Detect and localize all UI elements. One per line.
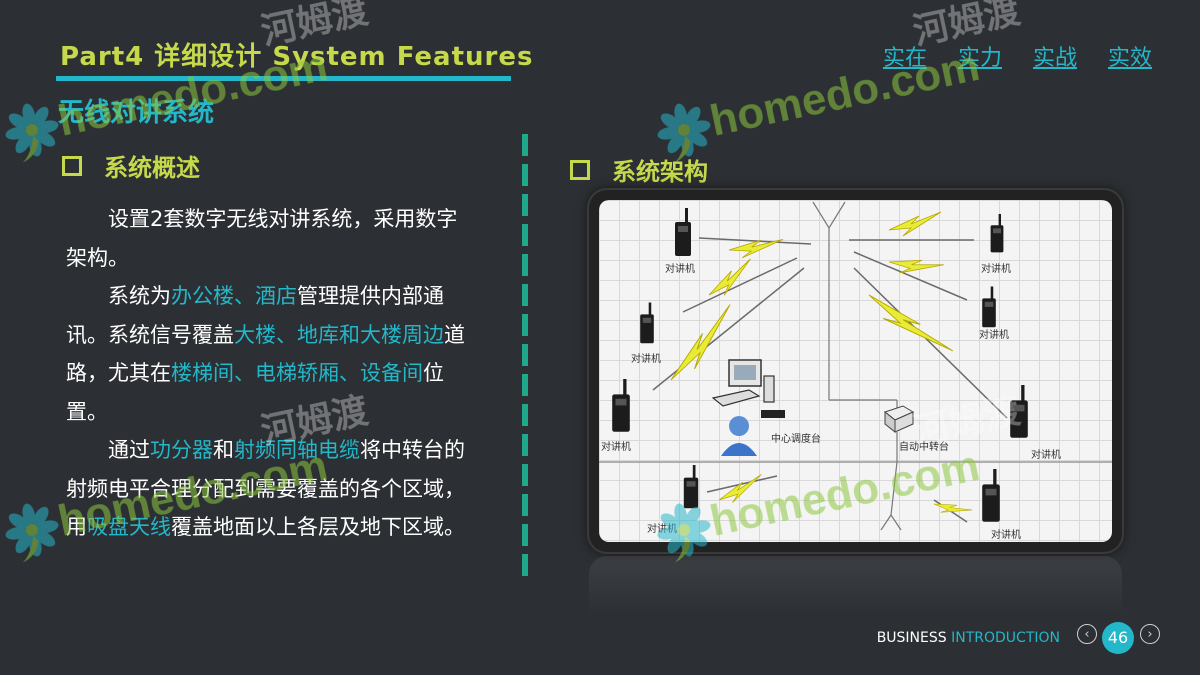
highlight-text: 大楼、地库和大楼周边 [234, 322, 444, 347]
overview-paragraph: 设置2套数字无线对讲系统，采用数字架构。 [66, 200, 476, 277]
lightning-bolts [657, 211, 973, 526]
highlight-text: 射频同轴电缆 [234, 438, 360, 462]
highlight-text: 功分器 [150, 438, 213, 462]
body-text-run: 管理提供内部通讯。系统信号覆盖 [66, 284, 444, 347]
lower-antenna [880, 513, 902, 531]
repeater-label: 自动中转台 [899, 440, 949, 453]
architecture-diagram: 对讲机 对讲机 对讲机 对讲机 对讲机 对讲机 对讲机 对讲机 中心调度台 自动… [599, 200, 1112, 542]
part-title: Part4 详细设计 System Features [60, 42, 534, 72]
radio-icon [990, 214, 1004, 253]
highlight-text: 楼梯间、电梯轿厢、设备间 [171, 361, 423, 385]
footer-label: BUSINESS INTRODUCTION [877, 630, 1060, 646]
watermark: homedo.com 河姆渡 [651, 0, 1023, 165]
radio-label: 对讲机 [631, 352, 661, 365]
tagline: 实在 实力 实战 实效 [859, 40, 1152, 72]
tagline-word: 实在 [882, 46, 927, 71]
body-text-run: 位置。 [66, 361, 444, 424]
architecture-svg: 对讲机 对讲机 对讲机 对讲机 对讲机 对讲机 对讲机 对讲机 中心调度台 自动… [599, 201, 1112, 541]
section-subtitle: 无线对讲系统 [58, 98, 215, 128]
overview-heading-label: 系统概述 [104, 154, 200, 182]
signal-bolt-icon [888, 211, 942, 237]
signal-bolt-icon [931, 492, 973, 526]
radio-label: 对讲机 [991, 528, 1021, 541]
signal-rays [652, 237, 1008, 523]
body-text-run: 设置2套数字无线对讲系统，采用数字架构。 [66, 207, 458, 270]
signal-bolt-icon [715, 474, 767, 506]
diagram-frame: 对讲机 对讲机 对讲机 对讲机 对讲机 对讲机 对讲机 对讲机 中心调度台 自动… [589, 190, 1122, 552]
overview-paragraph: 系统为办公楼、酒店管理提供内部通讯。系统信号覆盖大楼、地库和大楼周边道路，尤其在… [66, 277, 476, 431]
body-text-run: 系统为 [108, 284, 171, 308]
overview-heading: 系统概述 [62, 148, 200, 183]
radio-label: 对讲机 [979, 328, 1009, 341]
dispatch-label: 中心调度台 [771, 432, 821, 445]
frame-reflection [589, 556, 1122, 616]
footer-business: BUSINESS [876, 630, 947, 646]
radio-icon [982, 286, 996, 328]
body-text-run: 道路，尤其在 [66, 322, 465, 386]
signal-bolt-icon [886, 244, 945, 288]
body-text-run: 覆盖地面以上各层及地下区域。 [171, 515, 465, 539]
tagline-word: 实效 [1107, 46, 1152, 71]
body-text-run: 和 [213, 438, 234, 462]
chevron-right-circle-icon[interactable]: › [1140, 624, 1160, 644]
radio-icon [683, 465, 699, 509]
dashed-divider [522, 134, 528, 584]
square-bullet-icon [62, 155, 82, 176]
watermark-flower-icon [0, 497, 65, 565]
radio-icon [612, 379, 630, 432]
highlight-text: 吸盘天线 [87, 515, 171, 539]
architecture-heading: 系统架构 [570, 152, 708, 187]
lower-mast [890, 461, 898, 516]
signal-bolt-icon [727, 231, 784, 264]
page-number: 46 [1102, 622, 1134, 654]
footer-introduction: INTRODUCTION [951, 630, 1060, 646]
title-underline [56, 76, 511, 81]
body-text-run: 通过 [108, 438, 150, 462]
radio-label: 对讲机 [665, 262, 695, 275]
watermark-flower-icon [0, 97, 65, 165]
radio-icon [982, 469, 1000, 522]
overview-body: 设置2套数字无线对讲系统，采用数字架构。系统为办公楼、酒店管理提供内部通讯。系统… [66, 200, 476, 547]
chevron-left-circle-icon[interactable]: ‹ [1077, 624, 1097, 644]
square-bullet-icon [570, 159, 590, 180]
body-text-run: 将中转台的射频电平合理分配到需要覆盖的各个区域，用 [66, 438, 465, 539]
radio-label: 对讲机 [981, 262, 1011, 275]
repeater-icon [883, 405, 915, 434]
highlight-text: 办公楼、酒店 [171, 284, 297, 308]
watermark: homedo.com 河姆渡 [0, 0, 371, 165]
radio-label: 对讲机 [1031, 448, 1061, 461]
top-antenna [812, 201, 846, 230]
tagline-word: 实战 [1032, 46, 1077, 71]
tagline-word: 实力 [957, 46, 1002, 71]
radio-icon [640, 302, 654, 344]
signal-bolt-icon [863, 280, 954, 371]
radio-label: 对讲机 [647, 522, 677, 535]
overview-paragraph: 通过功分器和射频同轴电缆将中转台的射频电平合理分配到需要覆盖的各个区域，用吸盘天… [66, 431, 476, 547]
radio-icon [1010, 385, 1028, 438]
radio-label: 对讲机 [601, 440, 631, 453]
architecture-heading-label: 系统架构 [612, 158, 708, 186]
dispatch-console-icon [711, 359, 785, 456]
radio-icon [675, 208, 691, 256]
